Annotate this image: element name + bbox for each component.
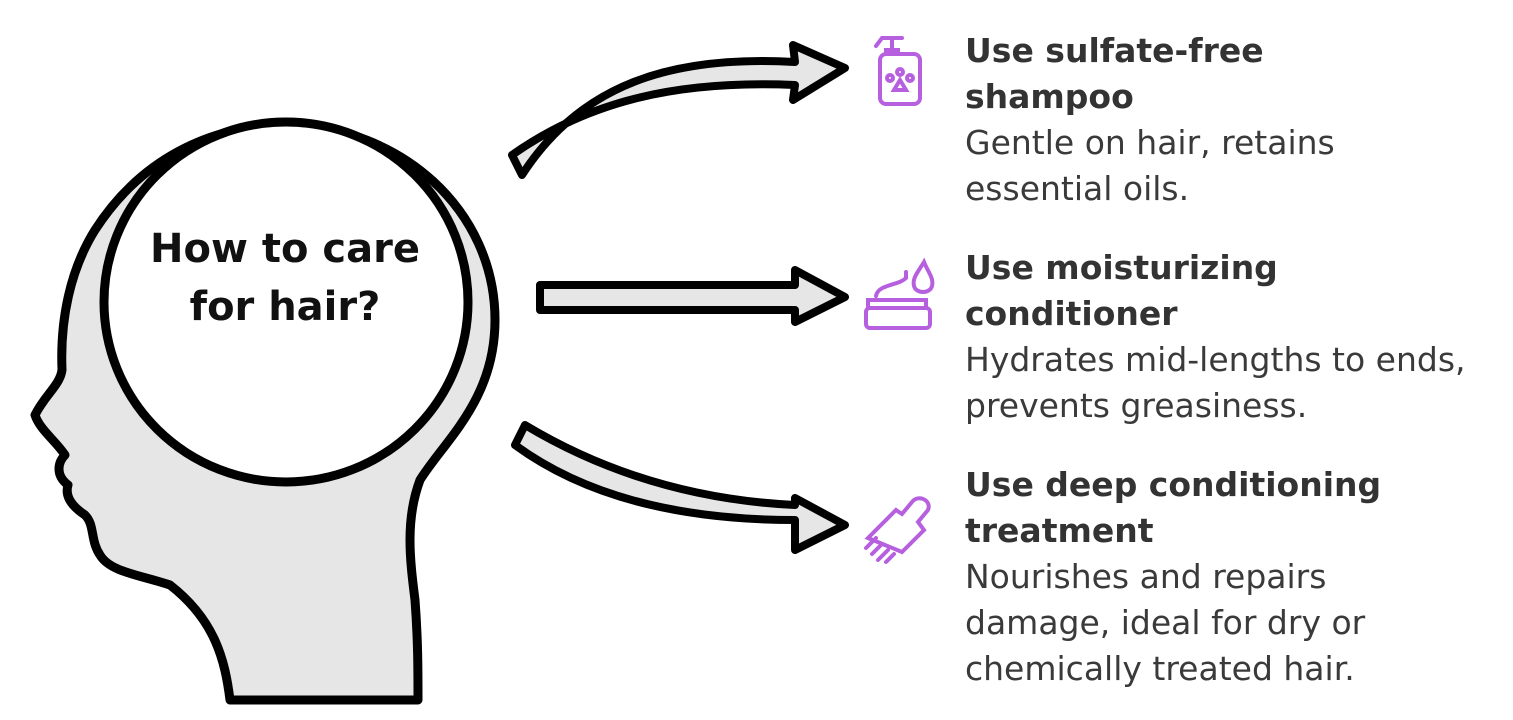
tip-shampoo: Use sulfate-free shampoo Gentle on hair,… — [965, 28, 1505, 212]
tip-treatment: Use deep conditioning treatment Nourishe… — [965, 462, 1505, 692]
tip-title: Use moisturizing conditioner — [965, 248, 1278, 333]
tip-title: Use sulfate-free shampoo — [965, 31, 1264, 116]
tip-description: Gentle on hair, retains essential oils. — [965, 123, 1335, 208]
tip-conditioner: Use moisturizing conditioner Hydrates mi… — [965, 245, 1505, 429]
tip-title: Use deep conditioning treatment — [965, 465, 1382, 550]
conditioner-cream-icon — [864, 257, 935, 330]
arrow-to-treatment — [511, 421, 849, 554]
shampoo-bottle-icon — [874, 36, 922, 106]
arrow-to-shampoo — [508, 41, 849, 179]
thought-circle — [99, 117, 473, 487]
tip-description: Nourishes and repairs damage, ideal for … — [965, 557, 1366, 688]
tip-description: Hydrates mid-lengths to ends, prevents g… — [965, 340, 1466, 425]
hair-pick-brush-icon — [864, 496, 931, 564]
arrow-to-conditioner — [536, 266, 849, 326]
central-question: How to care for hair? — [150, 226, 420, 330]
